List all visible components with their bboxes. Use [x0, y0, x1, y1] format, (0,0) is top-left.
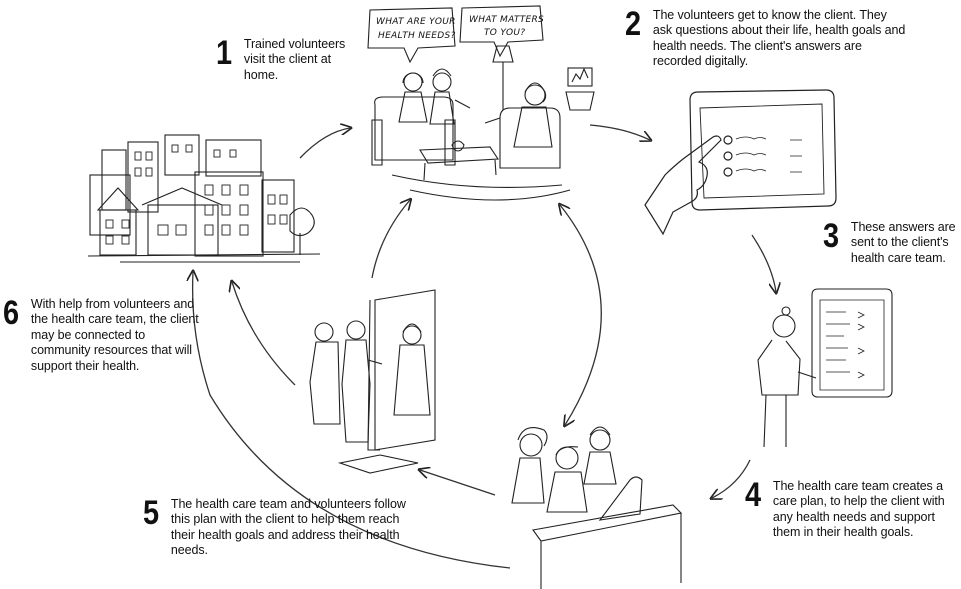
step-6-text: With help from volunteers and the health…	[30, 297, 199, 373]
speech-bubbles: WHAT ARE YOUR HEALTH NEEDS? WHAT MATTERS…	[367, 5, 544, 64]
step-3-number: 3	[823, 217, 840, 255]
step-2-number: 2	[625, 5, 642, 43]
step-4: 4 The health care team creates a care pl…	[745, 476, 959, 541]
arrow-door-to-city	[232, 282, 296, 386]
step-4-text: The health care team creates a care plan…	[772, 479, 945, 540]
step-5: 5 The health care team and volunteers fo…	[143, 494, 413, 559]
doorway-illustration	[309, 289, 436, 474]
step-1-number: 1	[216, 34, 233, 72]
arrow-home-plan-loop	[560, 205, 602, 425]
arrow-tablet-to-team	[751, 234, 776, 292]
bubble-2-line-1: WHAT MATTERS	[469, 15, 544, 25]
bubble-1-line-2: HEALTH NEEDS?	[378, 31, 456, 41]
step-1-text: Trained volunteers visit the client at h…	[243, 37, 346, 82]
team-computer-illustration	[511, 426, 683, 589]
tablet-illustration	[644, 89, 837, 236]
step-6: 6 With help from volunteers and the heal…	[3, 294, 203, 374]
step-2-text: The volunteers get to know the client. T…	[652, 8, 906, 69]
step-6-number: 6	[3, 294, 20, 332]
step-5-text: The health care team and volunteers foll…	[170, 497, 406, 558]
arrow-city-to-home	[299, 128, 350, 159]
arrow-plan-to-door	[420, 470, 496, 496]
arrow-door-to-home	[371, 200, 410, 279]
step-3-text: These answers are sent to the client's h…	[850, 220, 956, 265]
bubble-2-line-2: TO YOU?	[484, 28, 525, 38]
step-4-number: 4	[745, 476, 762, 514]
arrow-plan-to-city	[193, 272, 511, 569]
bubble-what-matters	[459, 5, 544, 58]
living-room-illustration	[371, 45, 595, 201]
arrow-home-to-tablet	[589, 124, 650, 140]
step-5-number: 5	[143, 494, 160, 532]
step-3: 3 These answers are sent to the client's…	[823, 217, 961, 266]
step-1: 1 Trained volunteers visit the client at…	[216, 34, 376, 83]
cycle-arrows	[193, 124, 776, 569]
step-2: 2 The volunteers get to know the client.…	[625, 5, 925, 70]
arrow-team-to-plan	[712, 459, 751, 498]
bubble-health-needs	[367, 7, 456, 64]
city-illustration	[87, 134, 321, 263]
bubble-1-line-1: WHAT ARE YOUR	[376, 17, 456, 27]
care-worker-illustration	[757, 288, 893, 448]
